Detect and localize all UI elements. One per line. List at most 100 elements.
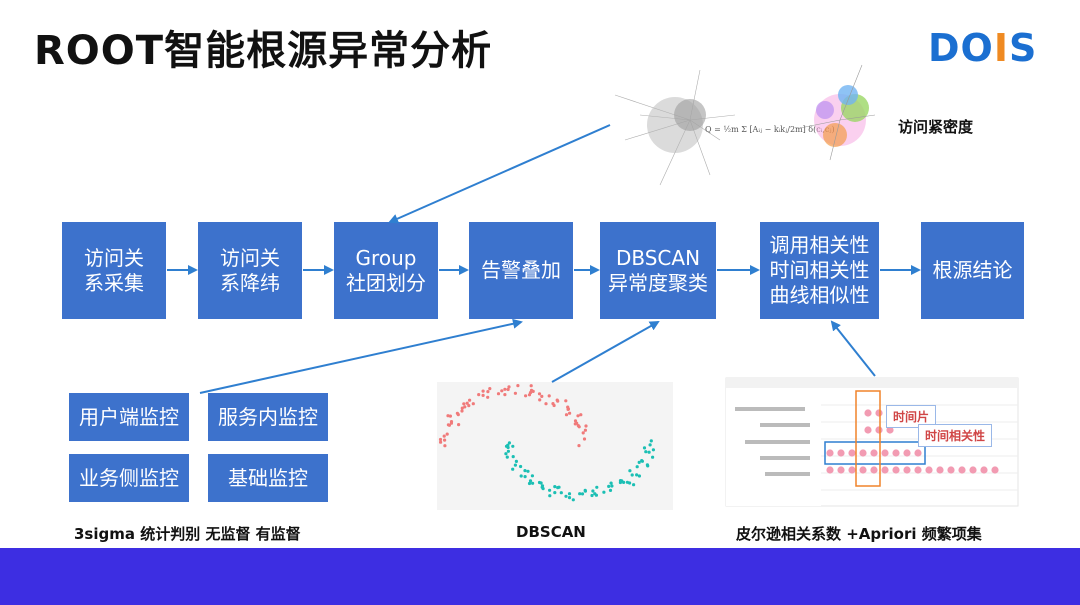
- scatter-point: [602, 490, 606, 494]
- scatter-point: [628, 469, 632, 473]
- scatter-point: [564, 413, 569, 417]
- scatter-point: [516, 384, 520, 388]
- bottom-bar: [0, 548, 1080, 605]
- scatter-point: [556, 399, 560, 403]
- scatter-point: [544, 402, 548, 406]
- timeline-dot: [826, 449, 834, 457]
- teal-cluster-points: [504, 439, 656, 502]
- scatter-point: [548, 488, 552, 492]
- scatter-point: [496, 392, 501, 396]
- scatter-point: [642, 446, 647, 450]
- scatter-point: [567, 492, 572, 496]
- scatter-point: [564, 399, 568, 403]
- scatter-point: [443, 444, 447, 448]
- scatter-point: [446, 414, 450, 418]
- scatter-point: [591, 489, 595, 493]
- timeline-dot: [936, 466, 944, 474]
- scatter-point: [513, 463, 518, 467]
- scatter-point: [610, 484, 614, 488]
- scatter-point: [477, 393, 481, 397]
- colored-network-graph: [799, 64, 876, 161]
- scatter-point: [651, 448, 656, 452]
- timeline-dot: [870, 449, 878, 457]
- scatter-point: [465, 401, 469, 405]
- scatter-point: [590, 493, 594, 498]
- time-correlation-tag: 时间相关性: [918, 424, 993, 447]
- dois-logo: DOIS: [928, 26, 1038, 70]
- scatter-point: [553, 485, 557, 489]
- scatter-point: [540, 485, 544, 489]
- scatter-point: [445, 432, 449, 436]
- scatter-point: [552, 403, 556, 408]
- scatter-point: [439, 440, 443, 444]
- scatter-point: [527, 481, 532, 486]
- scatter-point: [531, 481, 535, 485]
- timeline-dot: [837, 466, 845, 474]
- scatter-point: [523, 469, 527, 473]
- scatter-point: [463, 405, 467, 409]
- scatter-point: [576, 414, 580, 418]
- timeline-dot: [892, 449, 900, 457]
- timeline-dot: [848, 466, 856, 474]
- scatter-point: [443, 438, 447, 442]
- scatter-point: [609, 481, 613, 485]
- scatter-point: [578, 492, 582, 496]
- scatter-point: [462, 402, 466, 406]
- flow-step-group: Group 社团划分: [334, 222, 438, 319]
- scatter-point: [507, 441, 511, 445]
- scatter-point: [507, 385, 511, 389]
- scatter-point: [548, 494, 552, 498]
- scatter-point: [637, 460, 641, 464]
- scatter-point: [583, 488, 587, 492]
- scatter-point: [566, 407, 571, 411]
- scatter-point: [442, 434, 446, 438]
- scatter-point: [559, 491, 563, 495]
- scatter-point: [481, 393, 485, 397]
- arrow-graph-to-group: [388, 124, 611, 224]
- scatter-point: [529, 384, 533, 388]
- scatter-point: [640, 459, 644, 463]
- scatter-point: [618, 479, 623, 483]
- scatter-point: [553, 491, 557, 495]
- scatter-point: [514, 459, 519, 463]
- scatter-point: [519, 474, 523, 478]
- scatter-point: [547, 394, 551, 398]
- timeline-dot: [837, 449, 845, 457]
- timeline-dot: [864, 409, 872, 417]
- scatter-point: [644, 450, 648, 454]
- scatter-point: [567, 496, 572, 500]
- timeline-dot: [870, 466, 878, 474]
- timeline-dot: [875, 409, 883, 417]
- scatter-point: [460, 406, 464, 410]
- scatter-point: [645, 463, 650, 467]
- timeline-dot: [914, 466, 922, 474]
- scatter-point: [524, 394, 528, 398]
- time-slice-tag: 时间片: [886, 405, 937, 428]
- scatter-point: [457, 423, 461, 427]
- scatter-point: [481, 389, 485, 393]
- scatter-point: [538, 398, 542, 402]
- timeline-dot: [881, 466, 889, 474]
- scatter-point: [649, 439, 653, 443]
- arrow-timeline-to-correlation: [830, 320, 876, 377]
- timeline-dot: [859, 449, 867, 457]
- scatter-point: [577, 444, 581, 448]
- scatter-point: [557, 485, 561, 489]
- scatter-point: [637, 474, 642, 478]
- timeline-dot: [969, 466, 977, 474]
- row-label-lines: [735, 407, 810, 476]
- monitor-business: 业务侧监控: [69, 454, 189, 502]
- flow-step-reduce: 访问关 系降纬: [198, 222, 302, 319]
- scatter-point: [488, 387, 492, 391]
- scatter-point: [630, 473, 634, 477]
- scatter-point: [583, 428, 588, 432]
- scatter-point: [607, 484, 611, 488]
- scatter-point: [467, 404, 471, 408]
- scatter-point: [537, 392, 542, 396]
- scatter-point: [577, 425, 581, 429]
- scatter-point: [579, 413, 583, 417]
- arrow-scatter-to-dbscan: [551, 321, 660, 383]
- time-correlation-box: [824, 441, 926, 465]
- scatter-point: [511, 455, 515, 459]
- timeline-dot: [859, 466, 867, 474]
